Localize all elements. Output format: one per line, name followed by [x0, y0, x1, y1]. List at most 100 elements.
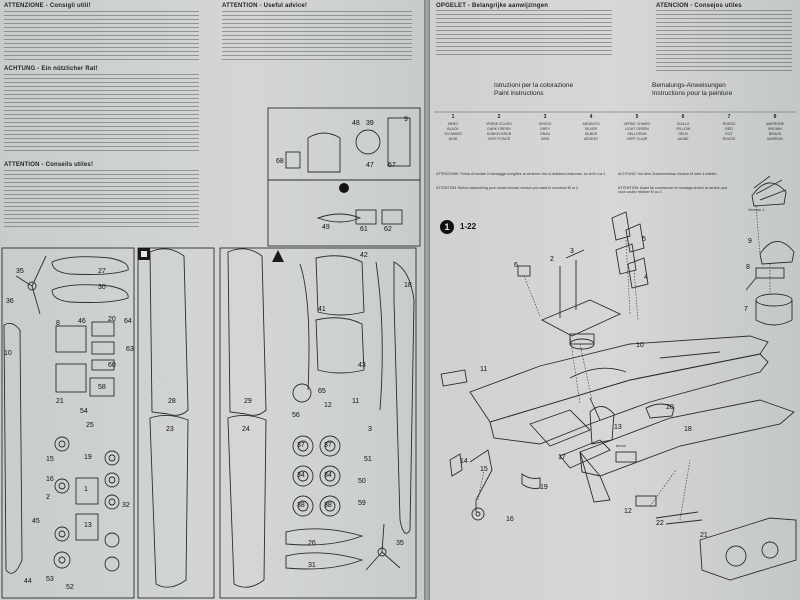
part-number: 29: [244, 398, 252, 405]
part-number: 43: [358, 362, 366, 369]
part-number: 21: [56, 398, 64, 405]
part-number: 12: [324, 402, 332, 409]
part-number: 10: [4, 350, 12, 357]
paint-color-name: MARRONE: [766, 122, 784, 126]
propeller-right: [365, 523, 401, 571]
warning-french: ATTENTION: Avant de commencer le montage…: [618, 186, 728, 195]
part-number: 12: [624, 508, 632, 515]
text-block-french: [4, 170, 199, 228]
part-number: 34: [324, 472, 332, 479]
paint-color-name: VERT FONCÉ: [487, 137, 511, 141]
paint-column-number: 6: [681, 114, 685, 120]
paint-color-name: GIALLO: [676, 122, 690, 126]
part-number: 9: [748, 238, 752, 245]
paint-column-number: 2: [497, 114, 501, 120]
part-number: 47: [366, 162, 374, 169]
paint-column-number: 1: [451, 114, 455, 120]
part-number: 13: [84, 522, 92, 529]
part-number: 1: [84, 486, 88, 493]
black-dot-marker: [339, 183, 349, 193]
part-number: 41: [318, 306, 326, 313]
sprue-diagram: [1, 107, 421, 599]
part-number: 16: [506, 516, 514, 523]
text-block-dutch: [436, 10, 612, 56]
step-range: 1-22: [460, 222, 477, 231]
part-number: 2: [46, 494, 50, 501]
version-label: Version 1: [748, 208, 765, 212]
paint-color-name: JAUNE: [677, 137, 689, 141]
paint-color-name: DUNKELGRÜN: [486, 132, 512, 136]
paint-column-number: 3: [543, 114, 547, 120]
part-number: 45: [32, 518, 40, 525]
left-instruction-sheet: ATTENZIONE - Consigli utili! ACHTUNG - E…: [0, 0, 424, 600]
paint-column-number: 8: [773, 114, 777, 120]
part-number: 25: [86, 422, 94, 429]
paint-title-de: Bemalungs-Anweisungen: [652, 82, 726, 89]
part-number: 20: [108, 316, 116, 323]
paint-color-name: SILVER: [584, 127, 598, 131]
paint-color-name: ARGENT: [583, 137, 599, 141]
paint-color-name: ROSSO: [722, 122, 736, 126]
paint-color-name: YELLOW: [675, 127, 691, 131]
part-number: 39: [366, 120, 374, 127]
part-number: 11: [352, 398, 360, 405]
part-number: 16: [46, 476, 54, 483]
part-number: 59: [358, 500, 366, 507]
part-number: 4: [644, 274, 648, 281]
part-number: 3: [368, 426, 372, 433]
paint-column-number: 5: [635, 114, 639, 120]
sprue-frame-b: [137, 247, 215, 599]
right-instruction-sheet: OPGELET - Belangrijke aanwijzingen ATENC…: [430, 0, 800, 600]
paint-title-it: Istruzioni per la colorazione: [494, 82, 574, 89]
warning-italian: ATTENZIONE: Prima di iniziare il montagg…: [436, 172, 607, 176]
part-number: 7: [744, 306, 748, 313]
header-english: ATTENTION - Useful advice!: [222, 3, 308, 9]
part-number: 37: [324, 442, 332, 449]
fuselage-half-upper: [469, 335, 769, 423]
part-number: 68: [276, 158, 284, 165]
part-number: 21: [700, 532, 708, 539]
part-number: 60: [108, 362, 116, 369]
paint-color-name: NERO: [447, 122, 459, 126]
paint-color-name: HELLGRÜN: [627, 132, 647, 136]
paint-color-name: DARK GREEN: [487, 127, 511, 131]
part-number: 18: [404, 282, 412, 289]
part-number: 11: [480, 366, 488, 373]
paint-color-name: VERDE CHIARO: [623, 122, 651, 126]
triangle-marker: [272, 250, 284, 262]
part-number: 15: [480, 466, 488, 473]
header-italian: ATTENZIONE - Consigli utili!: [4, 3, 91, 9]
paint-color-name: GELB: [678, 132, 688, 136]
part-number: 65: [318, 388, 326, 395]
header-german: ACHTUNG - Ein nützlicher Rat!: [4, 66, 98, 72]
part-number: 63: [126, 346, 134, 353]
paint-color-name: SCHWARZ: [444, 132, 462, 136]
part-number: 28: [168, 398, 176, 405]
part-number: 52: [66, 584, 74, 591]
part-number: 50: [358, 478, 366, 485]
text-block-italian: [4, 11, 199, 61]
part-number: 18: [684, 426, 692, 433]
part-number: 35: [16, 268, 24, 275]
part-number: 15: [46, 456, 54, 463]
paint-color-name: VERT CLAIR: [626, 137, 648, 141]
part-number: 17: [558, 454, 566, 461]
paint-color-name: BROWN: [768, 127, 782, 131]
part-number: 54: [80, 408, 88, 415]
part-number: 10: [636, 342, 644, 349]
part-number: 6: [514, 262, 518, 269]
part-number: 53: [46, 576, 54, 583]
step-number-badge: 1: [440, 220, 454, 234]
header-spanish: ATENCION - Consejos utiles: [656, 3, 742, 9]
paint-column-number: 4: [589, 114, 593, 120]
part-number: 19: [540, 484, 548, 491]
assembly-diagram: [434, 111, 797, 581]
part-number: 37: [297, 442, 305, 449]
paint-color-name: ROT: [725, 132, 733, 136]
part-number: 5: [642, 236, 646, 243]
page-fold: [424, 0, 430, 600]
canopy-version-1: [751, 182, 787, 207]
part-number: 38: [297, 502, 305, 509]
part-number: 56: [292, 412, 300, 419]
header-dutch: OPGELET - Belangrijke aanwijzingen: [436, 3, 549, 9]
